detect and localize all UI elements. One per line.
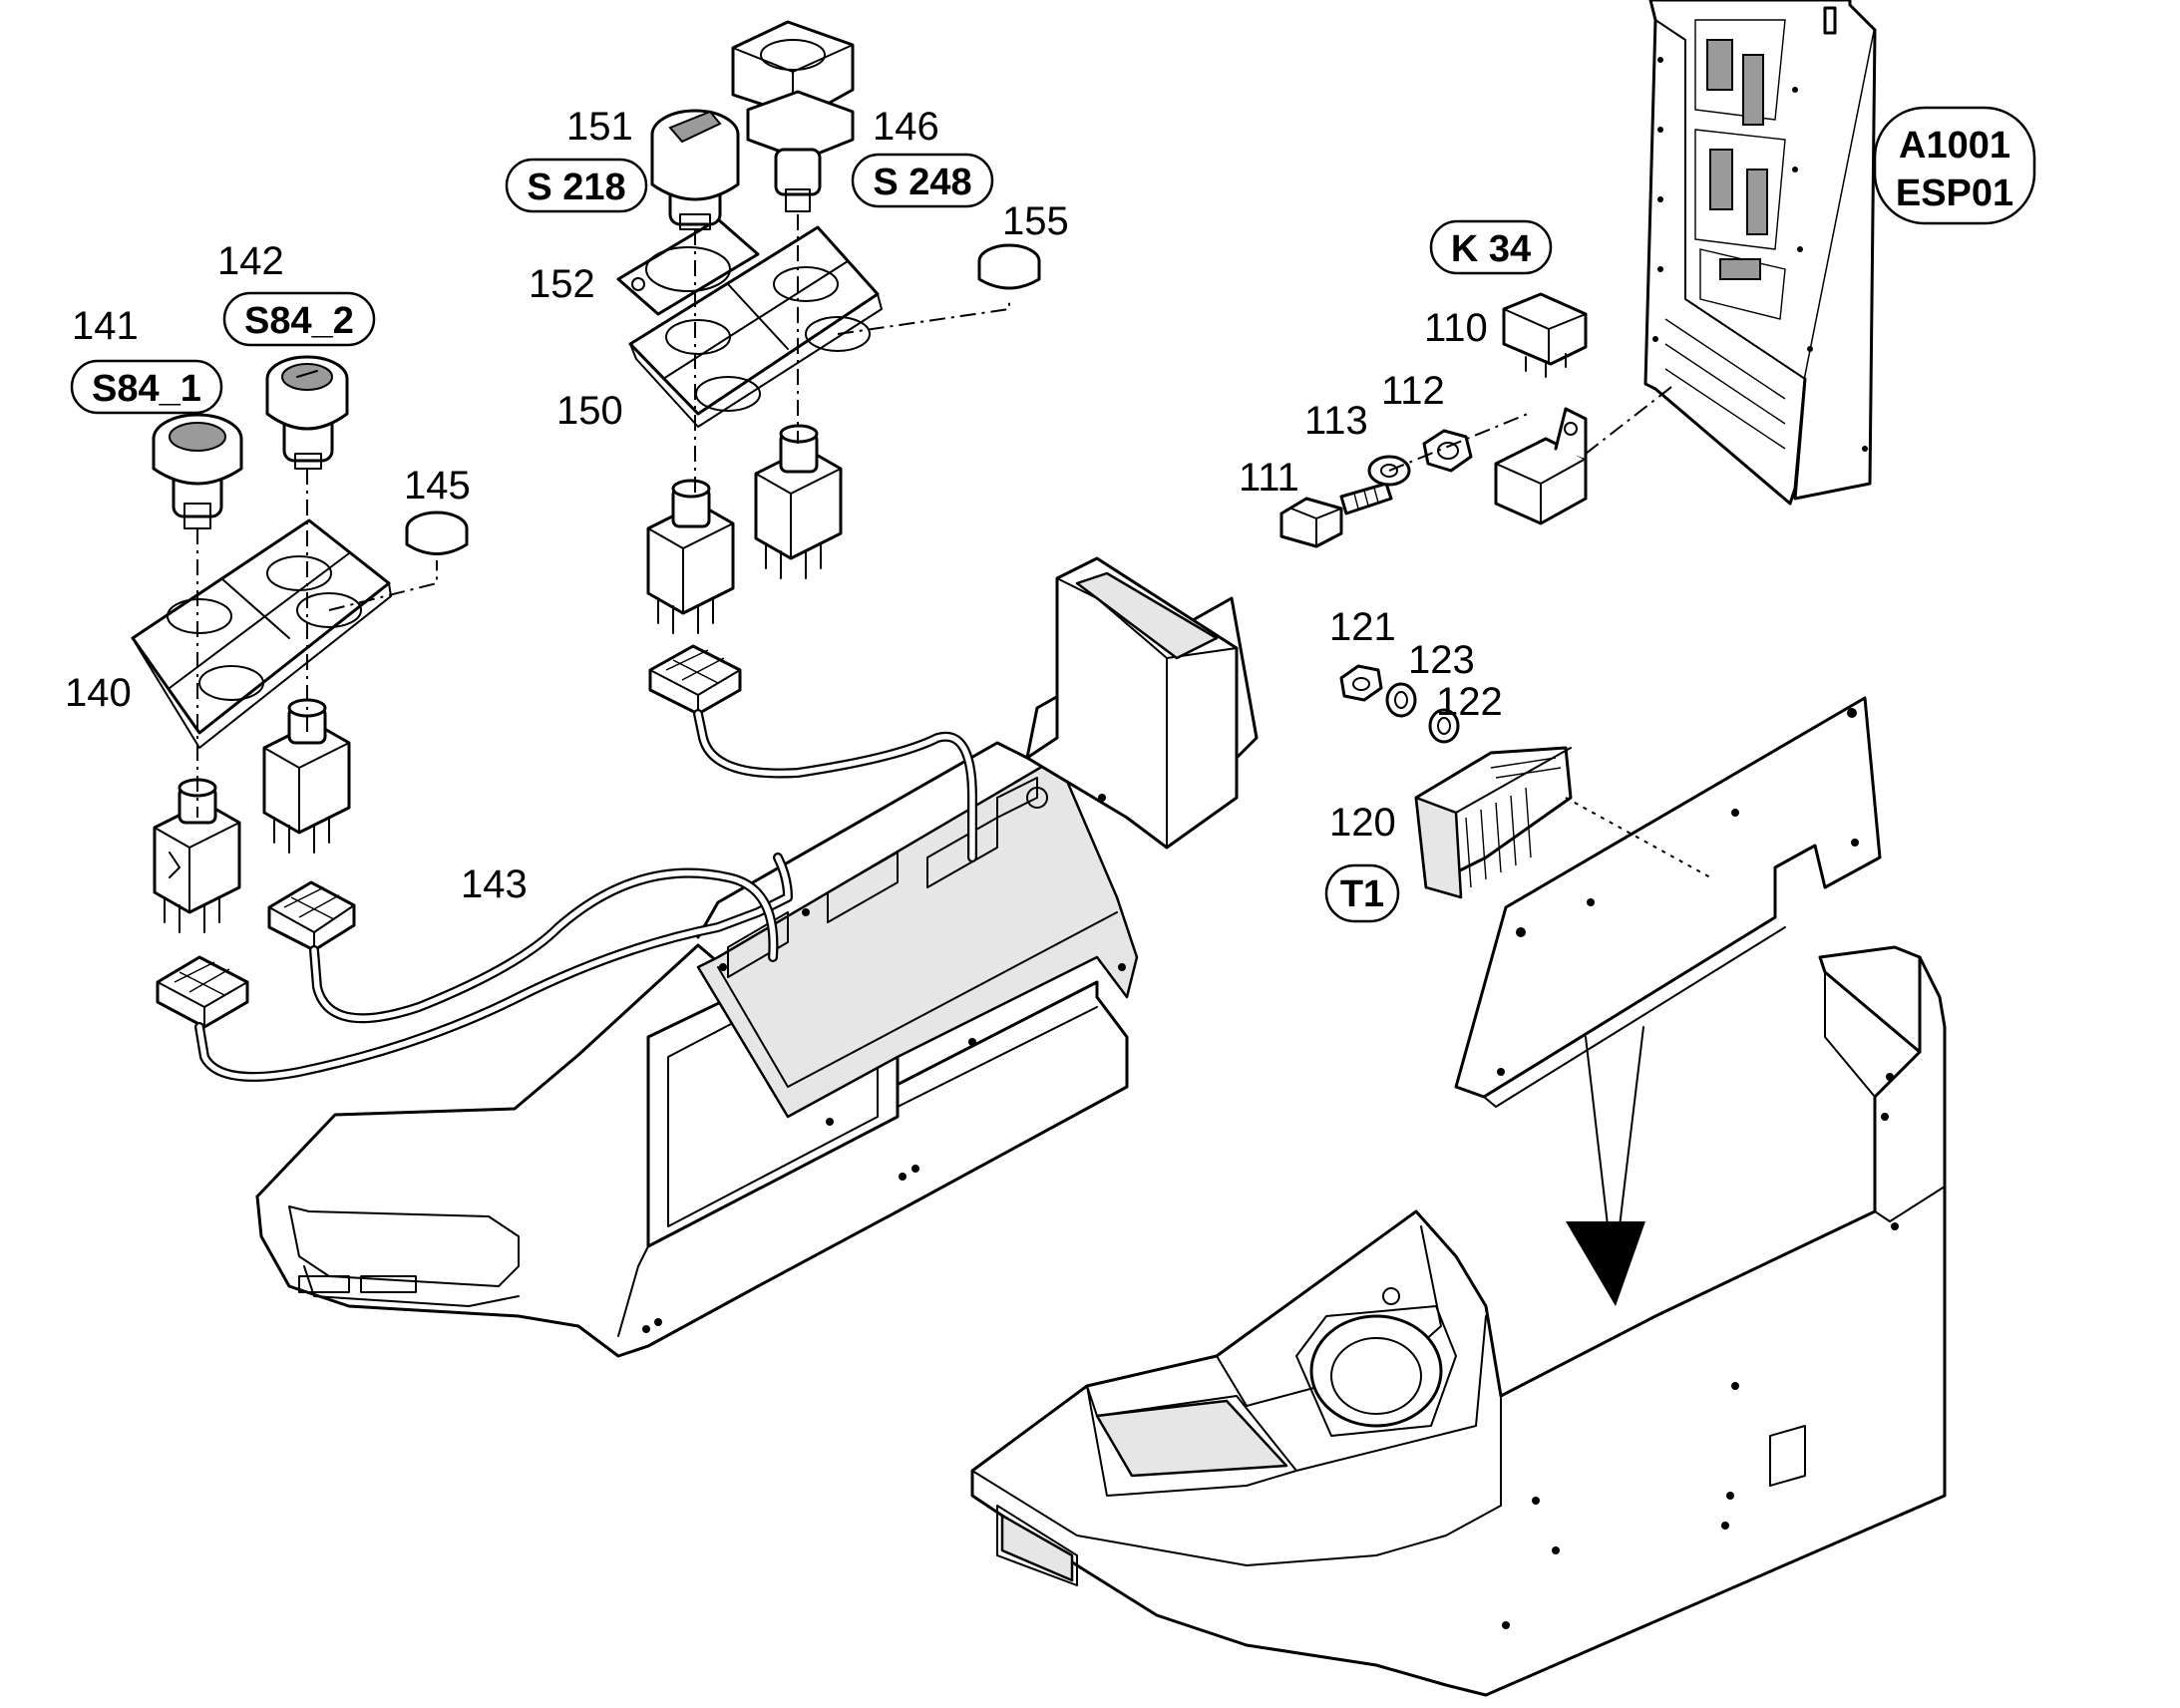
callout-123: 123	[1408, 638, 1475, 682]
bolt-111	[1279, 482, 1393, 548]
tag-k34: K 34	[1429, 219, 1553, 275]
cable-143	[194, 853, 793, 1082]
tag-t1-text: T1	[1340, 873, 1384, 915]
mounting-plate	[1454, 696, 1882, 1108]
connector-left-a	[156, 955, 249, 1029]
callout-122: 122	[1436, 680, 1503, 724]
washer-122	[1428, 708, 1460, 744]
transformer-t1	[1414, 746, 1573, 899]
tag-s84-1-text: S84_1	[92, 368, 201, 410]
connector-left-b	[267, 880, 356, 952]
callout-110: 110	[1424, 306, 1488, 350]
selector-switch-151	[650, 109, 740, 230]
tag-s84-2: S84_2	[222, 291, 376, 347]
callout-155: 155	[1002, 199, 1069, 243]
callout-150: 150	[556, 389, 623, 433]
tag-k34-text: K 34	[1451, 228, 1531, 270]
callout-111: 111	[1239, 456, 1299, 500]
relay-bracket	[1494, 407, 1588, 525]
relay-k34	[1502, 292, 1588, 378]
nut-121	[1339, 664, 1383, 702]
selector-switch-142	[265, 355, 349, 470]
tag-s248: S 248	[851, 153, 994, 208]
tag-s248-text: S 248	[873, 162, 971, 203]
leader-lines-right-top	[1388, 383, 1676, 472]
callout-142: 142	[217, 239, 284, 283]
callout-140: 140	[65, 671, 132, 715]
tag-esp01-text: ESP01	[1896, 172, 2013, 214]
tag-t1: T1	[1324, 863, 1400, 923]
callout-120: 120	[1329, 801, 1396, 845]
switch-module-lower-left	[153, 778, 241, 933]
label-plate-152	[616, 217, 760, 316]
switch-module-mid-left	[646, 479, 735, 634]
callout-143: 143	[461, 862, 528, 906]
tag-s84-1: S84_1	[70, 359, 223, 415]
leader-lines-mid	[694, 214, 1010, 499]
tag-s84-2-text: S84_2	[244, 300, 354, 342]
selector-switch-141	[152, 413, 243, 529]
tag-s218: S 218	[505, 158, 648, 213]
leader-lines-left	[196, 469, 438, 818]
tag-a1001-text: A1001	[1899, 125, 2010, 167]
cable-mid	[693, 709, 977, 862]
callout-141: 141	[72, 304, 139, 348]
switch-plate-140	[131, 518, 392, 749]
connector-mid	[648, 644, 742, 716]
callout-121: 121	[1329, 605, 1396, 649]
callout-112: 112	[1381, 369, 1445, 413]
callout-152: 152	[529, 262, 595, 306]
callout-113: 113	[1304, 399, 1368, 443]
callout-145: 145	[404, 464, 471, 508]
blanking-plug-155	[977, 243, 1041, 290]
assembly-arrow	[1566, 1026, 1645, 1306]
callout-146: 146	[873, 105, 939, 149]
blanking-plug-145	[405, 511, 469, 555]
key-switch-146	[731, 20, 855, 212]
tag-s218-text: S 218	[527, 167, 625, 208]
callout-151: 151	[566, 105, 633, 149]
circuit-board-a1001	[1643, 0, 1877, 506]
left-console-body	[255, 556, 1259, 1358]
washer-123	[1385, 682, 1417, 718]
leader-lines-right-mid	[1565, 797, 1711, 878]
switch-module-mid-right	[754, 424, 843, 579]
nut-112	[1422, 429, 1473, 473]
tag-a1001-esp01: A1001 ESP01	[1873, 106, 2036, 225]
right-console-body	[970, 945, 1947, 1697]
